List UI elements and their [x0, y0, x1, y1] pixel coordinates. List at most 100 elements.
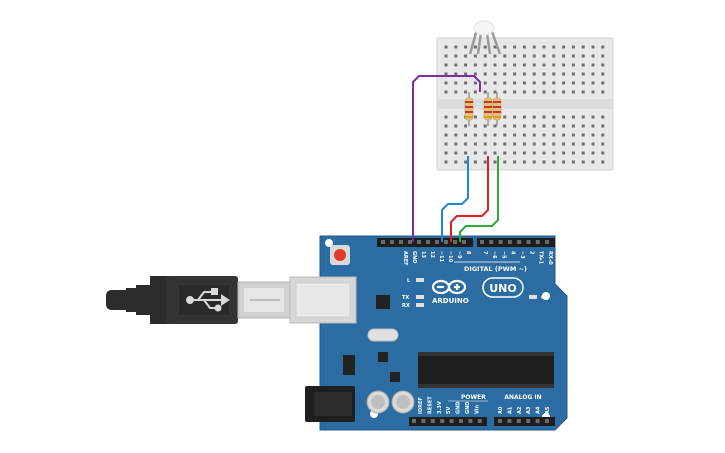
breadboard-hole[interactable] [562, 160, 566, 164]
breadboard-hole[interactable] [601, 45, 605, 49]
header-pin[interactable] [507, 419, 512, 423]
breadboard-hole[interactable] [571, 124, 575, 128]
breadboard-hole[interactable] [522, 124, 526, 128]
breadboard-hole[interactable] [454, 63, 458, 67]
breadboard-hole[interactable] [493, 63, 497, 67]
breadboard-hole[interactable] [532, 115, 536, 119]
header-pin[interactable] [477, 419, 482, 423]
power-header[interactable] [409, 417, 487, 426]
breadboard-hole[interactable] [513, 151, 517, 155]
breadboard-hole[interactable] [552, 63, 556, 67]
breadboard-hole[interactable] [473, 63, 477, 67]
breadboard-hole[interactable] [454, 90, 458, 94]
breadboard-hole[interactable] [581, 45, 585, 49]
header-pin[interactable] [449, 419, 454, 423]
header-pin[interactable] [381, 240, 385, 244]
breadboard-hole[interactable] [513, 90, 517, 94]
breadboard-hole[interactable] [562, 142, 566, 146]
breadboard-hole[interactable] [483, 90, 487, 94]
breadboard-hole[interactable] [483, 54, 487, 58]
breadboard-hole[interactable] [473, 160, 477, 164]
breadboard-hole[interactable] [483, 124, 487, 128]
breadboard-hole[interactable] [464, 124, 468, 128]
breadboard-hole[interactable] [483, 81, 487, 85]
breadboard-hole[interactable] [493, 90, 497, 94]
breadboard-hole[interactable] [552, 133, 556, 137]
breadboard-hole[interactable] [464, 81, 468, 85]
breadboard-hole[interactable] [513, 63, 517, 67]
breadboard-hole[interactable] [454, 45, 458, 49]
breadboard-hole[interactable] [493, 54, 497, 58]
breadboard-hole[interactable] [542, 90, 546, 94]
header-pin[interactable] [516, 419, 521, 423]
breadboard-hole[interactable] [571, 81, 575, 85]
header-pin[interactable] [453, 240, 457, 244]
breadboard-hole[interactable] [454, 124, 458, 128]
breadboard-hole[interactable] [591, 133, 595, 137]
breadboard-hole[interactable] [532, 54, 536, 58]
breadboard-hole[interactable] [513, 133, 517, 137]
digital-header-left[interactable] [377, 238, 473, 247]
breadboard-hole[interactable] [571, 45, 575, 49]
header-pin[interactable] [498, 240, 503, 244]
breadboard-hole[interactable] [473, 151, 477, 155]
breadboard-hole[interactable] [473, 72, 477, 76]
breadboard-hole[interactable] [601, 151, 605, 155]
breadboard-hole[interactable] [571, 115, 575, 119]
breadboard-hole[interactable] [473, 45, 477, 49]
breadboard-hole[interactable] [581, 90, 585, 94]
breadboard-hole[interactable] [601, 133, 605, 137]
breadboard-hole[interactable] [493, 151, 497, 155]
breadboard-hole[interactable] [591, 115, 595, 119]
breadboard-hole[interactable] [444, 160, 448, 164]
breadboard-hole[interactable] [562, 151, 566, 155]
breadboard-hole[interactable] [454, 151, 458, 155]
breadboard-hole[interactable] [562, 45, 566, 49]
breadboard-hole[interactable] [522, 133, 526, 137]
breadboard-hole[interactable] [562, 124, 566, 128]
breadboard-hole[interactable] [581, 72, 585, 76]
breadboard-hole[interactable] [562, 115, 566, 119]
breadboard-hole[interactable] [444, 142, 448, 146]
breadboard-hole[interactable] [552, 45, 556, 49]
header-pin[interactable] [489, 240, 494, 244]
analog-header[interactable] [494, 417, 555, 426]
breadboard-hole[interactable] [542, 81, 546, 85]
breadboard-holes[interactable] [444, 45, 605, 164]
breadboard-hole[interactable] [532, 160, 536, 164]
breadboard-hole[interactable] [444, 90, 448, 94]
breadboard-hole[interactable] [571, 160, 575, 164]
breadboard-hole[interactable] [581, 81, 585, 85]
breadboard-hole[interactable] [601, 124, 605, 128]
breadboard-hole[interactable] [464, 54, 468, 58]
breadboard-hole[interactable] [571, 72, 575, 76]
breadboard-hole[interactable] [552, 151, 556, 155]
resistors[interactable] [464, 92, 502, 126]
breadboard-hole[interactable] [552, 90, 556, 94]
breadboard-hole[interactable] [503, 81, 507, 85]
breadboard-hole[interactable] [571, 63, 575, 67]
breadboard-hole[interactable] [503, 133, 507, 137]
breadboard-hole[interactable] [522, 115, 526, 119]
breadboard-hole[interactable] [552, 54, 556, 58]
resistor[interactable] [492, 92, 502, 126]
breadboard-hole[interactable] [503, 90, 507, 94]
bottom-pins[interactable] [412, 419, 549, 423]
breadboard-hole[interactable] [513, 115, 517, 119]
breadboard-hole[interactable] [601, 72, 605, 76]
breadboard-hole[interactable] [562, 72, 566, 76]
breadboard-hole[interactable] [522, 45, 526, 49]
breadboard-hole[interactable] [591, 90, 595, 94]
green-wire[interactable] [459, 156, 499, 242]
breadboard-hole[interactable] [591, 81, 595, 85]
breadboard-hole[interactable] [473, 54, 477, 58]
breadboard-hole[interactable] [503, 142, 507, 146]
breadboard-hole[interactable] [473, 133, 477, 137]
breadboard-hole[interactable] [454, 54, 458, 58]
breadboard-hole[interactable] [571, 133, 575, 137]
breadboard-hole[interactable] [454, 81, 458, 85]
breadboard-hole[interactable] [493, 133, 497, 137]
breadboard-hole[interactable] [493, 81, 497, 85]
breadboard-hole[interactable] [542, 124, 546, 128]
breadboard-hole[interactable] [444, 54, 448, 58]
